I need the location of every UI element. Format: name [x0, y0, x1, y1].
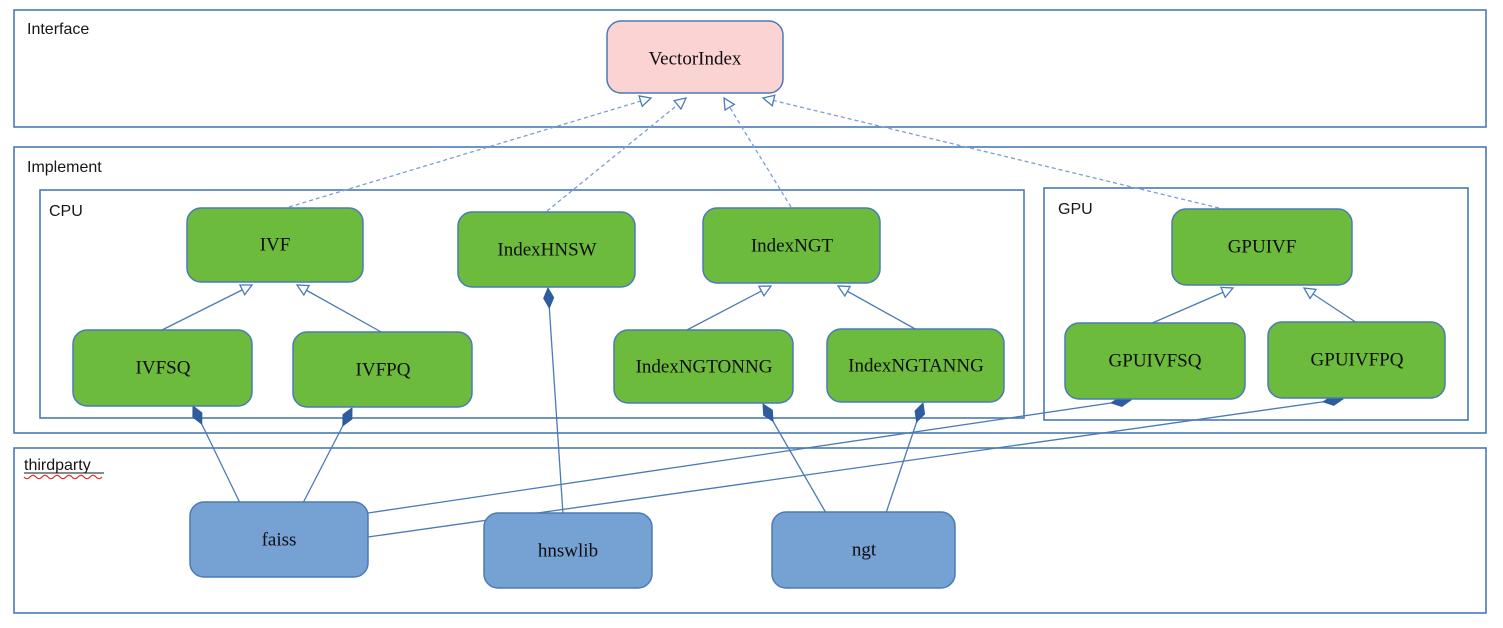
implement-container: Implement [13, 146, 1487, 434]
node-vectorindex: VectorIndex [606, 20, 784, 94]
edge-ivfsq-ivf [159, 284, 254, 332]
edge-hnswlib-indexhnsw [548, 288, 564, 515]
node-ngt: ngt [771, 511, 956, 589]
node-indexngtanng-shape[interactable] [826, 328, 1005, 403]
node-faiss-shape[interactable] [189, 501, 369, 578]
edge-gpuivf-vectorindex [761, 94, 1220, 209]
implement-container-label: Implement [27, 159, 102, 176]
gpu-container: GPU [1043, 187, 1469, 421]
thirdparty-container-border[interactable] [13, 447, 1487, 614]
node-gpuivf: GPUIVF [1171, 208, 1353, 286]
node-indexngt-shape[interactable] [702, 207, 881, 284]
edge-faiss-gpuivfsq [367, 400, 1131, 514]
node-ngt-label: ngt [852, 540, 877, 561]
node-vectorindex-shape[interactable] [606, 20, 784, 94]
edge-gpuivfpq-gpuivf [1302, 287, 1358, 324]
node-indexngtanng: IndexNGTANNG [826, 328, 1005, 403]
implement-container-border[interactable] [13, 146, 1487, 434]
node-ivf-shape[interactable] [186, 207, 364, 283]
edge-indexhnsw-vectorindex [546, 97, 688, 212]
node-hnswlib: hnswlib [483, 512, 653, 589]
spellcheck-wave-underline [23, 474, 103, 480]
edges-layer [159, 94, 1358, 538]
interface-container: Interface [13, 9, 1487, 128]
node-hnswlib-label: hnswlib [538, 541, 598, 562]
edge-faiss-ivfsq [193, 406, 241, 504]
node-ivfpq: IVFPQ [292, 331, 473, 408]
node-indexngtonng: IndexNGTONNG [613, 329, 794, 404]
node-faiss-label: faiss [262, 530, 297, 551]
node-gpuivf-label: GPUIVF [1228, 237, 1297, 258]
interface-container-border[interactable] [13, 9, 1487, 128]
node-gpuivf-shape[interactable] [1171, 208, 1353, 286]
node-gpuivfpq-shape[interactable] [1267, 321, 1446, 399]
node-indexhnsw: IndexHNSW [457, 211, 636, 288]
edge-faiss-ivfpq [302, 408, 353, 504]
edge-indexngt-vectorindex [723, 96, 792, 208]
node-gpuivfsq-shape[interactable] [1064, 322, 1246, 400]
node-ngt-shape[interactable] [771, 511, 956, 589]
node-gpuivfpq: GPUIVFPQ [1267, 321, 1446, 399]
cpu-container: CPU [39, 189, 1025, 419]
node-gpuivfsq: GPUIVFSQ [1064, 322, 1246, 400]
node-indexhnsw-label: IndexHNSW [497, 240, 596, 261]
node-indexngt: IndexNGT [702, 207, 881, 284]
node-gpuivfsq-label: GPUIVFSQ [1109, 351, 1202, 372]
node-indexngtanng-label: IndexNGTANNG [848, 356, 984, 377]
node-ivfsq: IVFSQ [72, 329, 253, 407]
gpu-container-border[interactable] [1043, 187, 1469, 421]
node-hnswlib-shape[interactable] [483, 512, 653, 589]
node-ivfsq-label: IVFSQ [136, 358, 191, 379]
gpu-container-label: GPU [1058, 201, 1093, 218]
edge-gpuivfsq-gpuivf [1149, 286, 1235, 325]
node-indexngtonng-shape[interactable] [613, 329, 794, 404]
node-indexngtonng-label: IndexNGTONNG [636, 357, 773, 378]
edge-ivf-vectorindex [288, 95, 653, 208]
thirdparty-container-label: thirdparty [24, 457, 91, 474]
edge-indexngtonng-indexngt [684, 285, 773, 332]
node-indexhnsw-shape[interactable] [457, 211, 636, 288]
node-indexngt-label: IndexNGT [751, 236, 834, 257]
node-ivfpq-label: IVFPQ [356, 360, 411, 381]
node-ivfsq-shape[interactable] [72, 329, 253, 407]
node-ivfpq-shape[interactable] [292, 331, 473, 408]
edge-ivfpq-ivf [295, 284, 384, 334]
cpu-container-border[interactable] [39, 189, 1025, 419]
node-gpuivfpq-label: GPUIVFPQ [1311, 350, 1404, 371]
cpu-container-label: CPU [49, 203, 83, 220]
thirdparty-container: thirdparty [13, 447, 1487, 614]
node-ivf: IVF [186, 207, 364, 283]
edge-indexngtanng-indexngt [836, 285, 918, 331]
edge-ngt-indexngtanng [885, 403, 923, 514]
node-faiss: faiss [189, 501, 369, 578]
edge-ngt-indexngtonng [762, 404, 827, 514]
node-vectorindex-label: VectorIndex [649, 49, 742, 70]
node-ivf-label: IVF [260, 235, 291, 256]
interface-container-label: Interface [27, 21, 89, 38]
